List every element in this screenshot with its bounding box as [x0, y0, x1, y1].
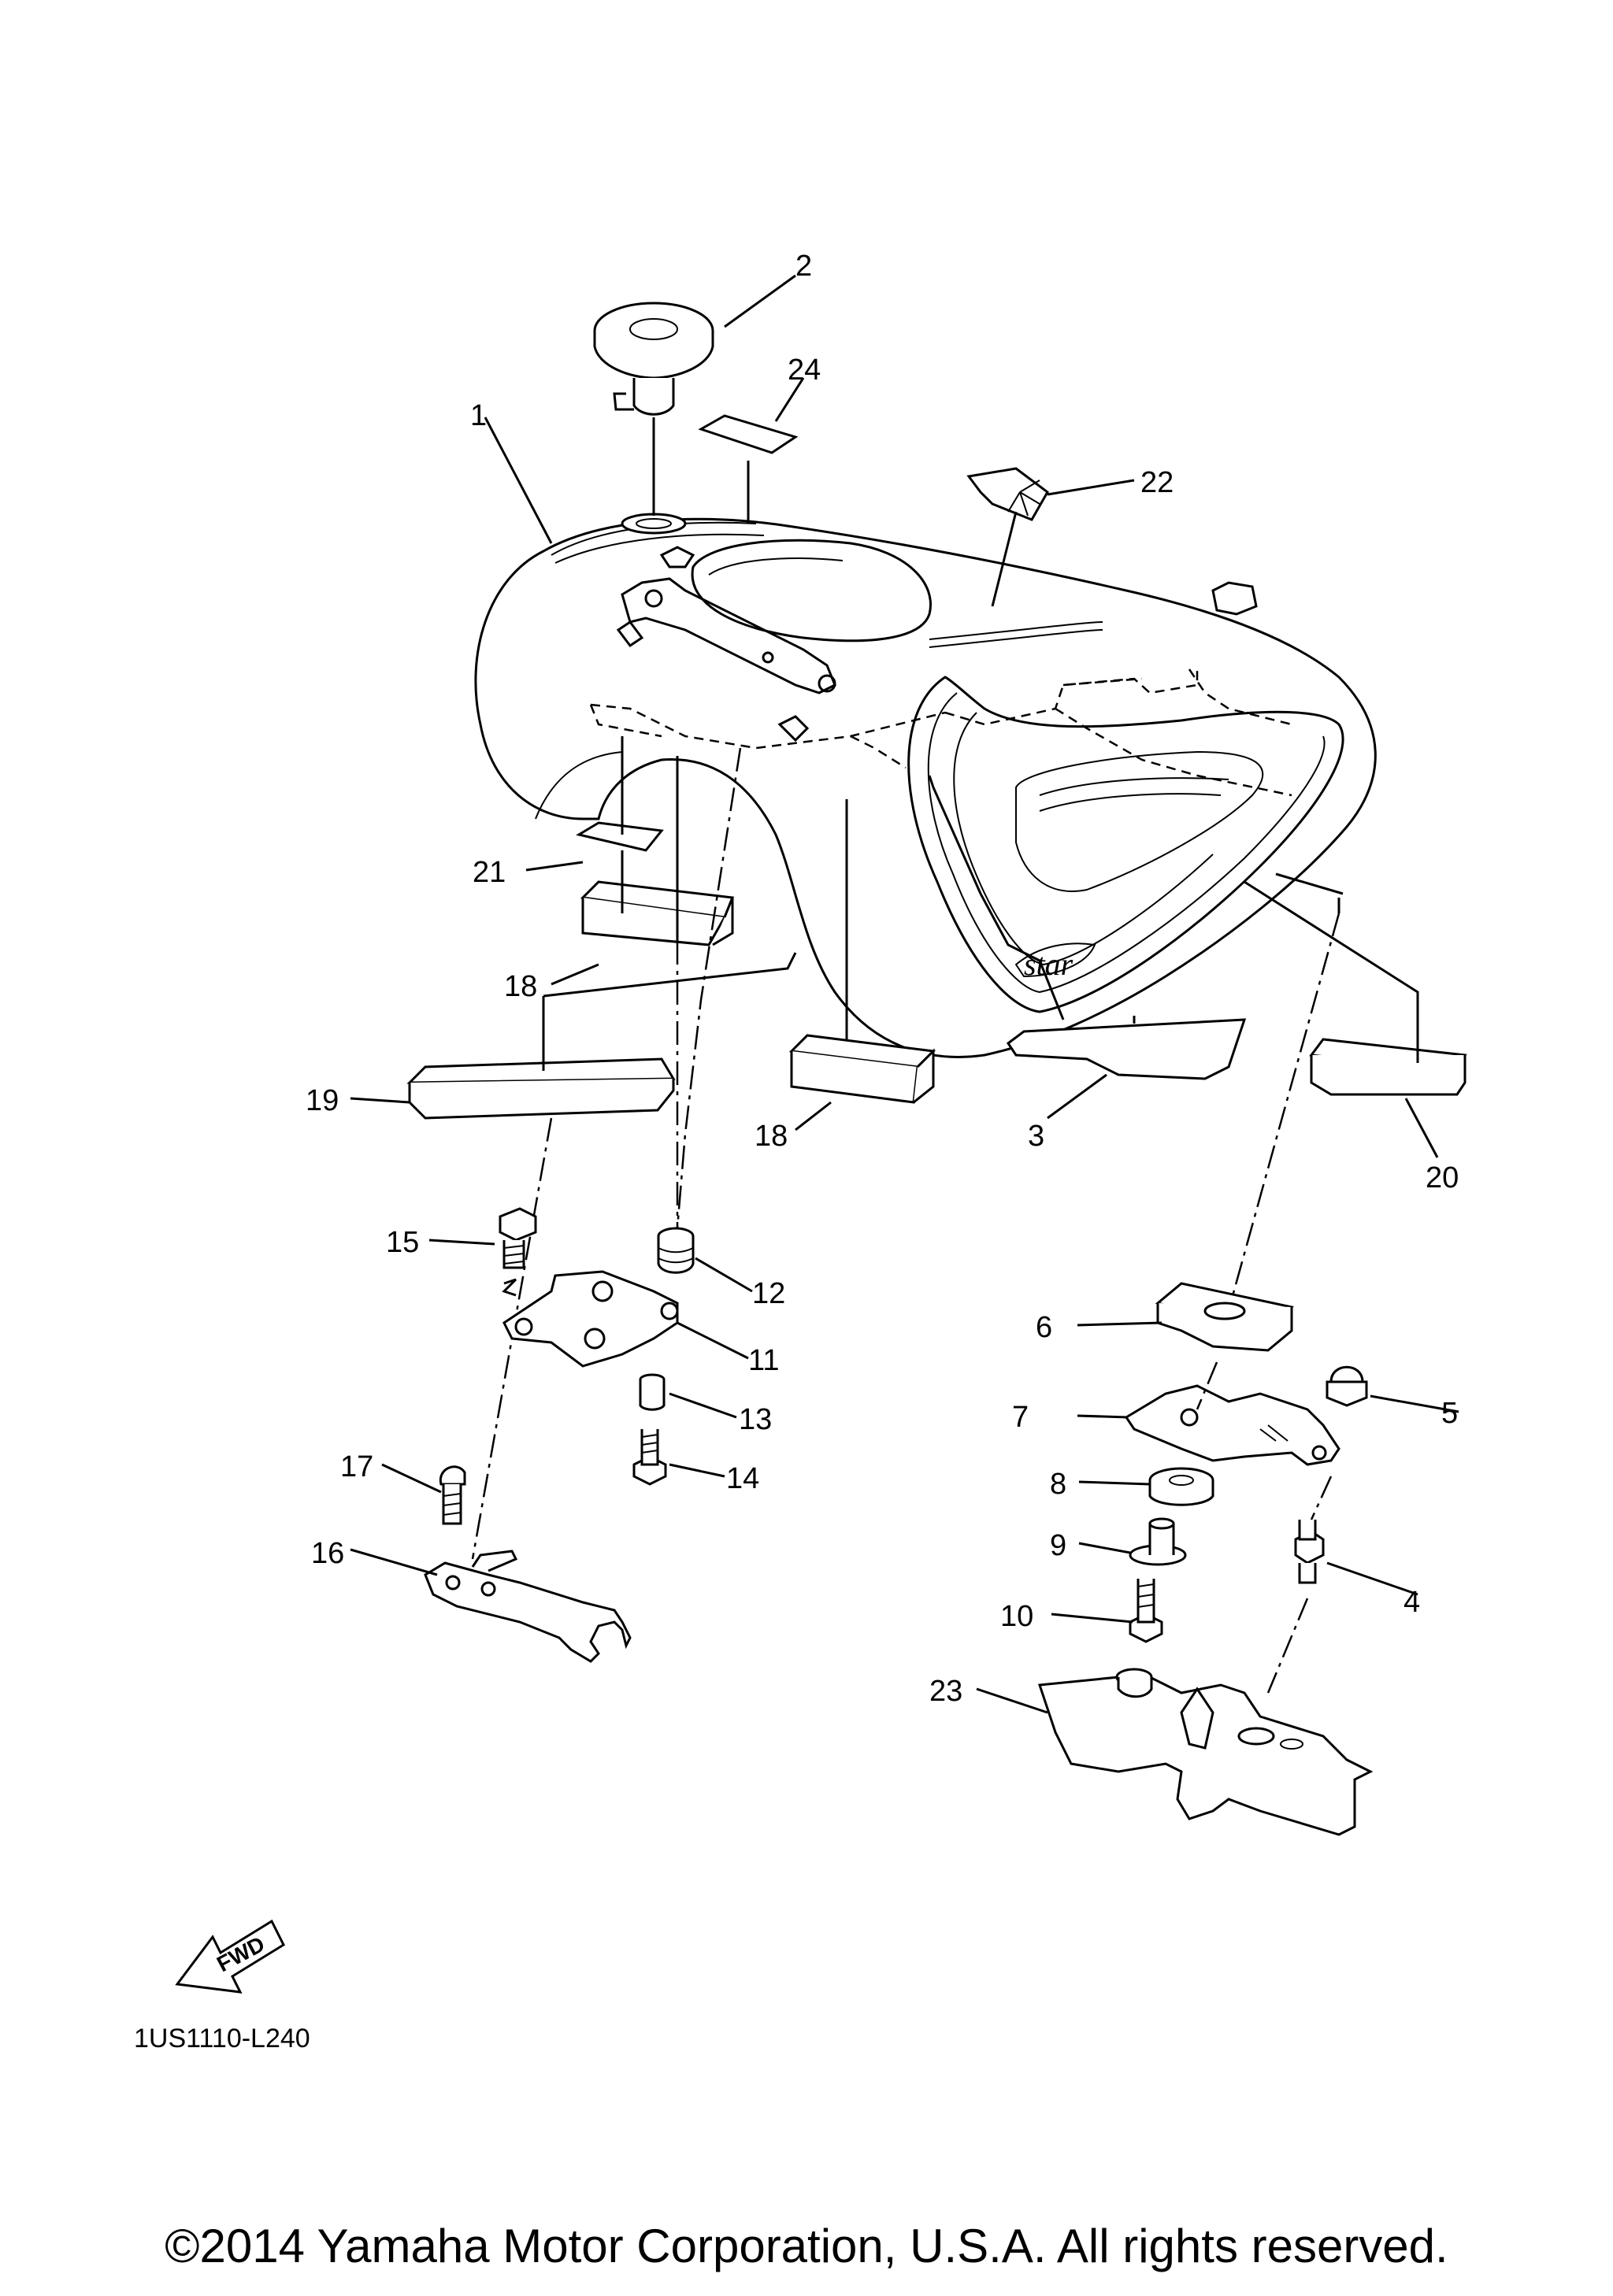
- tank-emblem-text: star: [1024, 946, 1073, 982]
- callout-12: 12: [752, 1277, 785, 1310]
- callout-20: 20: [1426, 1161, 1459, 1194]
- callout-8: 8: [1050, 1468, 1066, 1501]
- stud-4[interactable]: [1294, 1520, 1325, 1584]
- callout-18-lower: 18: [755, 1120, 788, 1153]
- callout-21: 21: [473, 856, 506, 889]
- bolt-17[interactable]: [439, 1465, 466, 1525]
- callout-3: 3: [1028, 1120, 1044, 1153]
- pad-20[interactable]: [1309, 1038, 1467, 1096]
- nut-5[interactable]: [1326, 1365, 1368, 1407]
- rubber-block-6[interactable]: [1155, 1282, 1295, 1352]
- pad-18-lower[interactable]: [788, 1034, 936, 1104]
- pad-21[interactable]: [576, 821, 664, 852]
- callout-22: 22: [1140, 466, 1174, 499]
- fuel-cap[interactable]: [593, 302, 714, 535]
- callout-1: 1: [470, 399, 487, 432]
- callout-6: 6: [1036, 1311, 1052, 1344]
- bracket-23[interactable]: [1037, 1668, 1374, 1836]
- callout-14: 14: [726, 1462, 759, 1495]
- plate-7[interactable]: [1124, 1384, 1340, 1466]
- bracket-16[interactable]: [424, 1550, 632, 1663]
- copyright-notice: ©2014 Yamaha Motor Corporation, U.S.A. A…: [165, 2220, 1448, 2272]
- callout-17: 17: [340, 1450, 373, 1483]
- washer-8[interactable]: [1148, 1467, 1214, 1506]
- fwd-arrow-icon: FWD: [175, 1919, 285, 1994]
- pad-3[interactable]: [1006, 1018, 1247, 1080]
- leader-lines: [350, 274, 1459, 1714]
- callout-15: 15: [386, 1226, 419, 1259]
- callout-23: 23: [929, 1675, 962, 1708]
- callout-7: 7: [1012, 1401, 1029, 1434]
- callout-labels: 1 2 3 4 5 6 7 8 9 10 11 12 13 14 15 16 1…: [306, 250, 1459, 1708]
- bracket-11[interactable]: [502, 1270, 679, 1368]
- label-22[interactable]: [966, 467, 1049, 521]
- collar-13[interactable]: [639, 1373, 666, 1411]
- callout-16: 16: [311, 1537, 344, 1570]
- collar-9[interactable]: [1129, 1517, 1187, 1566]
- fuel-tank[interactable]: star: [474, 517, 1377, 1058]
- callout-19: 19: [306, 1084, 339, 1117]
- callout-13: 13: [739, 1403, 772, 1436]
- diagram-code: 1US1110-L240: [134, 2024, 310, 2053]
- bolt-14[interactable]: [632, 1429, 667, 1486]
- callout-4: 4: [1403, 1586, 1420, 1619]
- pad-18-upper[interactable]: [580, 880, 735, 946]
- grommet-12[interactable]: [657, 1227, 695, 1274]
- callout-10: 10: [1000, 1600, 1033, 1633]
- callout-2: 2: [795, 250, 812, 283]
- bolt-15[interactable]: [499, 1207, 537, 1269]
- bolt-10[interactable]: [1129, 1579, 1163, 1643]
- pad-19[interactable]: [406, 1057, 676, 1120]
- callout-5: 5: [1441, 1397, 1458, 1430]
- callout-9: 9: [1050, 1529, 1066, 1562]
- label-24[interactable]: [698, 414, 799, 454]
- callout-11: 11: [748, 1344, 779, 1377]
- callout-24: 24: [788, 354, 821, 387]
- callout-18-upper: 18: [504, 970, 537, 1003]
